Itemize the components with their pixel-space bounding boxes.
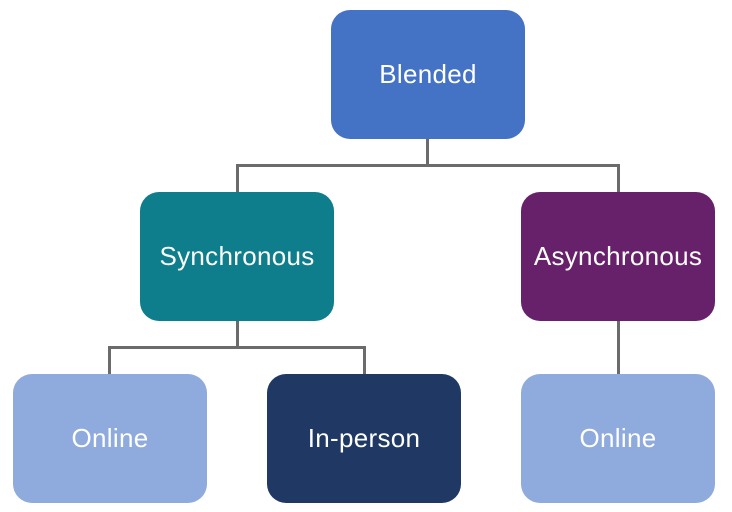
node-online-left[interactable]: Online (13, 374, 207, 503)
node-blended[interactable]: Blended (331, 10, 525, 139)
node-asynchronous[interactable]: Asynchronous (521, 192, 715, 321)
connector-in-person-drop (363, 346, 366, 374)
node-synchronous-label: Synchronous (159, 241, 315, 272)
node-asynchronous-label: Asynchronous (533, 241, 703, 272)
connector-asynchronous-drop (617, 164, 620, 192)
node-online-right-label: Online (579, 423, 657, 454)
connector-synchronous-stem (236, 321, 239, 349)
connector-blended-stem (426, 139, 429, 167)
connector-asynchronous-online (617, 321, 620, 374)
connector-online-left-drop (108, 346, 111, 374)
node-in-person[interactable]: In-person (267, 374, 461, 503)
node-online-left-label: Online (71, 423, 149, 454)
connector-synchronous-crossbar (109, 346, 366, 349)
connector-synchronous-drop (236, 164, 239, 192)
node-blended-label: Blended (379, 59, 477, 90)
node-online-right[interactable]: Online (521, 374, 715, 503)
node-in-person-label: In-person (307, 423, 421, 454)
connector-blended-crossbar (236, 164, 620, 167)
node-synchronous[interactable]: Synchronous (140, 192, 334, 321)
